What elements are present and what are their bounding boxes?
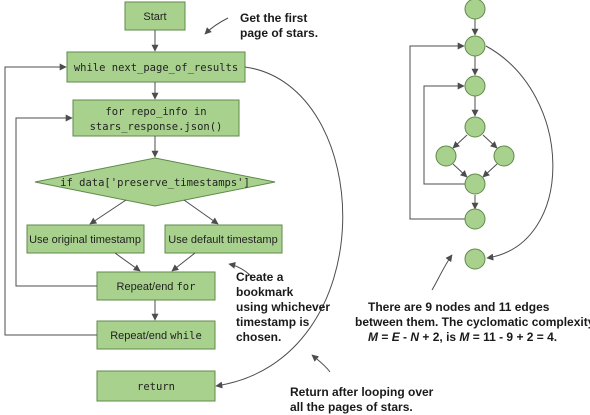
edge-loop-while bbox=[4, 63, 97, 336]
while-box bbox=[66, 51, 246, 83]
use-default-label: Use default timestamp bbox=[168, 234, 277, 246]
annotation-complexity-line1: There are 9 nodes and 11 edges bbox=[368, 300, 550, 314]
while-label: while next_page_of_results bbox=[74, 62, 238, 74]
annotation-complexity: There are 9 nodes and 11 edges between t… bbox=[355, 300, 590, 344]
edge-if-default bbox=[183, 199, 219, 225]
formula-m2: M bbox=[459, 330, 470, 344]
formula-minus: - bbox=[400, 330, 411, 344]
annotation-return-after-line2: all the pages of stars. bbox=[290, 400, 413, 414]
return-box bbox=[96, 370, 216, 402]
edge-original-repeatfor bbox=[114, 252, 141, 272]
annotation-get-stars-line1: Get the first bbox=[240, 11, 307, 25]
control-flow-graph bbox=[409, 0, 554, 291]
cfg-node-7 bbox=[464, 173, 486, 195]
if-diamond bbox=[34, 157, 276, 207]
cfg-node-3 bbox=[464, 75, 486, 97]
cfg-node-9 bbox=[464, 248, 486, 270]
annotation-bookmark-line2: bookmark bbox=[236, 285, 294, 299]
repeat-for-text: Repeat/end bbox=[117, 281, 177, 293]
use-original-box bbox=[26, 224, 145, 254]
cfg-edge-7-3 bbox=[423, 82, 465, 185]
annotation-bookmark-line4: timestamp is bbox=[236, 315, 310, 329]
annotation-return-after: Return after looping over all the pages … bbox=[290, 385, 434, 414]
for-box bbox=[72, 99, 240, 137]
annotation-bookmark-line5: chosen. bbox=[236, 330, 281, 344]
cfg-edge-8-2 bbox=[409, 42, 465, 220]
pointer-bookmark bbox=[228, 261, 253, 278]
repeat-for-box bbox=[96, 271, 216, 301]
repeat-while-text: Repeat/end bbox=[110, 330, 170, 342]
if-label: if data['preserve_timestamps'] bbox=[60, 177, 250, 189]
formula-n: N bbox=[410, 330, 419, 344]
annotation-bookmark-line3: using whichever bbox=[236, 300, 330, 314]
formula-result: = 11 - 9 + 2 = 4. bbox=[469, 330, 557, 344]
cfg-node-2 bbox=[464, 35, 486, 57]
cfg-node-4 bbox=[464, 116, 486, 138]
cfg-edge-2-9 bbox=[485, 45, 554, 261]
annotation-bookmark-line1: Create a bbox=[236, 270, 284, 284]
edge-while-return bbox=[215, 66, 344, 389]
annotation-complexity-line3: M = E - N + 2, is M = 11 - 9 + 2 = 4. bbox=[368, 330, 557, 344]
edge-default-repeatfor bbox=[171, 252, 196, 272]
annotation-complexity-line2: between them. The cyclomatic complexity, bbox=[355, 315, 590, 329]
start-label: Start bbox=[143, 11, 166, 23]
pointer-complexity bbox=[431, 254, 453, 291]
cfg-node-8 bbox=[464, 208, 486, 230]
repeat-while-box bbox=[96, 320, 216, 350]
use-original-label: Use original timestamp bbox=[29, 234, 141, 246]
cfg-edge-4-6 bbox=[482, 134, 498, 149]
formula-plus-is: + 2, is bbox=[419, 330, 459, 344]
repeat-while-code: while bbox=[170, 330, 202, 342]
cfg-node-5 bbox=[435, 145, 457, 167]
use-default-box bbox=[164, 224, 283, 254]
annotation-get-stars-line2: page of stars. bbox=[240, 26, 318, 40]
annotation-bookmark: Create a bookmark using whichever timest… bbox=[236, 270, 330, 344]
edge-if-original bbox=[89, 199, 127, 225]
annotation-return-after-line1: Return after looping over bbox=[290, 385, 434, 399]
repeat-for-code: for bbox=[176, 281, 195, 293]
cfg-node-6 bbox=[493, 145, 515, 167]
repeat-for-label: Repeat/end for bbox=[117, 281, 196, 293]
for-label-line1: for repo_info in bbox=[105, 106, 206, 118]
formula-eq1: = bbox=[378, 330, 392, 344]
pointer-return-after bbox=[311, 354, 331, 373]
flowchart: Start while next_page_of_results for rep… bbox=[4, 1, 344, 402]
edge-loop-for bbox=[15, 114, 97, 287]
for-label-line2: stars_response.json() bbox=[90, 121, 223, 133]
start-box bbox=[124, 1, 186, 31]
return-label: return bbox=[137, 381, 175, 393]
pointer-get-stars bbox=[204, 17, 229, 35]
cfg-edge-5-7 bbox=[452, 163, 468, 178]
formula-e: E bbox=[392, 330, 401, 344]
repeat-while-label: Repeat/end while bbox=[110, 330, 202, 342]
cfg-node-1 bbox=[464, 0, 486, 20]
annotation-get-stars: Get the first page of stars. bbox=[240, 11, 318, 40]
formula-m1: M bbox=[368, 330, 379, 344]
cfg-edge-4-5 bbox=[452, 134, 468, 149]
cfg-edge-6-7 bbox=[482, 163, 498, 178]
